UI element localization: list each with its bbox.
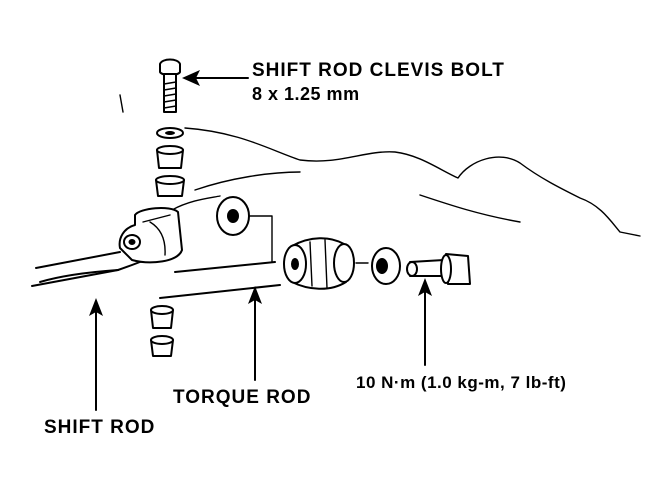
bolt-arrow: [182, 70, 249, 86]
clevis: [118, 207, 183, 264]
lower-bushing-2: [150, 335, 174, 357]
clevis-bolt: [159, 58, 181, 113]
flat-washer: [216, 196, 250, 236]
upper-bushing-1: [156, 145, 184, 169]
washer: [156, 127, 184, 139]
bolt-name-label: SHIFT ROD CLEVIS BOLT: [252, 60, 505, 81]
bolt-size-label: 8 x 1.25 mm: [252, 84, 360, 104]
torque-rod-arrow: [248, 286, 262, 381]
flange-bolt: [406, 253, 471, 285]
torque-rod: [159, 195, 281, 299]
lower-bushing-1: [150, 305, 174, 329]
torque-spec-arrow: [418, 278, 432, 366]
torque-rod-label: TORQUE ROD: [173, 387, 312, 408]
collar: [371, 247, 401, 285]
shift-rod-arrow: [89, 298, 103, 411]
torque-rod-bushing: [283, 237, 355, 290]
housing-outline: [119, 94, 641, 237]
torque-spec-label: 10 N·m (1.0 kg-m, 7 lb-ft): [356, 373, 567, 392]
upper-bushing-2: [155, 175, 185, 197]
shift-rod-label: SHIFT ROD: [44, 417, 156, 438]
leader-line: [249, 215, 273, 263]
